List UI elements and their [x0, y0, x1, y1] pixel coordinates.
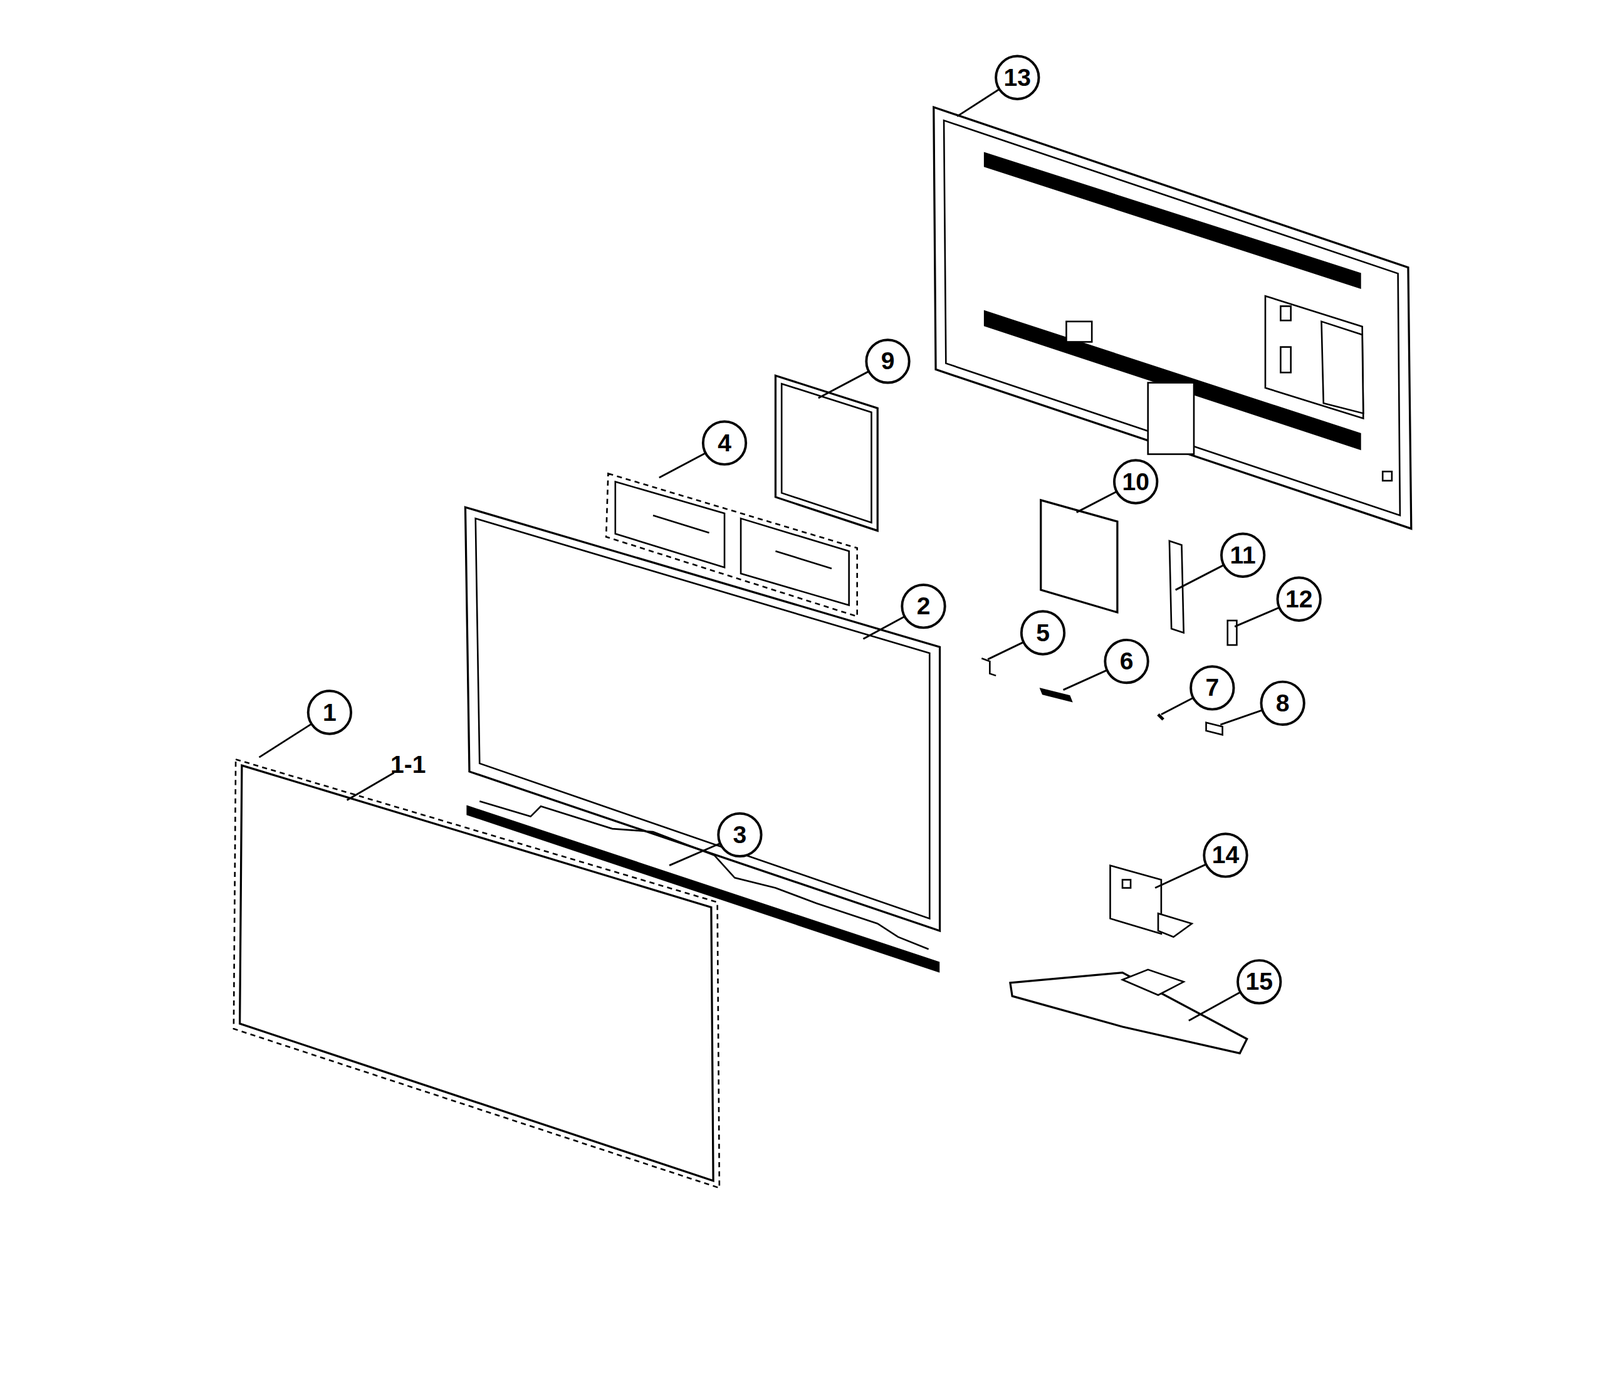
leader-line [956, 88, 999, 116]
leader-line [862, 616, 905, 639]
callout-circle [1203, 833, 1247, 877]
leader-line [1175, 564, 1224, 590]
callout-number: 14 [1212, 842, 1240, 868]
callout-circle [1190, 666, 1234, 709]
leader-line [818, 371, 869, 398]
callout-circle [901, 584, 945, 628]
callout-circle [995, 56, 1039, 100]
stand-base [1010, 969, 1248, 1054]
leader-line [1220, 710, 1263, 725]
small-part [1227, 620, 1238, 645]
leader-line [659, 453, 706, 478]
callout-circle [1104, 639, 1148, 683]
callout-number: 2 [916, 594, 931, 619]
main-board [1040, 500, 1118, 613]
callout-number: 3 [733, 822, 748, 847]
leader-line [1234, 607, 1280, 627]
display-panel [233, 758, 720, 1188]
leader-line [987, 641, 1024, 660]
callout-circle [1021, 611, 1065, 654]
callout-number: 7 [1205, 675, 1219, 701]
callout-number: 8 [1275, 690, 1290, 716]
leader-line [1161, 697, 1194, 715]
small-part [1040, 688, 1072, 702]
leader-line [1155, 864, 1206, 889]
callout-number: 13 [1003, 65, 1031, 90]
leader-line [1063, 669, 1108, 691]
leader-line [1076, 491, 1117, 513]
callout-number: 9 [881, 349, 895, 374]
leader-line [1188, 992, 1241, 1021]
callout-circle [308, 690, 351, 734]
callout-circle [718, 813, 761, 857]
callout-circle [1237, 960, 1281, 1003]
small-part [1206, 722, 1223, 736]
leader-line [347, 772, 395, 801]
callout-number: 5 [1035, 620, 1050, 645]
callout-number: 1 [322, 700, 337, 725]
small-part [981, 658, 996, 676]
callout-number: 12 [1285, 586, 1313, 612]
back-cover [933, 107, 1412, 529]
leader-lines [259, 56, 1321, 1021]
callout-number: 11 [1229, 542, 1256, 568]
callout-number: 6 [1119, 649, 1134, 674]
callout-circle [1260, 681, 1304, 725]
leader-line [259, 723, 313, 758]
callout-circle [866, 339, 909, 383]
leader-line [669, 843, 721, 866]
small-part [1158, 714, 1164, 720]
callout-number: 4 [717, 430, 732, 455]
power-board [775, 375, 878, 531]
callout-circle [1221, 533, 1265, 577]
callout-circle [1277, 577, 1321, 621]
callout-number: 10 [1121, 469, 1149, 494]
callout-circle [1114, 460, 1157, 503]
callout-number: 15 [1245, 969, 1273, 994]
callout-circle [703, 421, 746, 464]
callout-number: 1-1 [390, 752, 426, 777]
